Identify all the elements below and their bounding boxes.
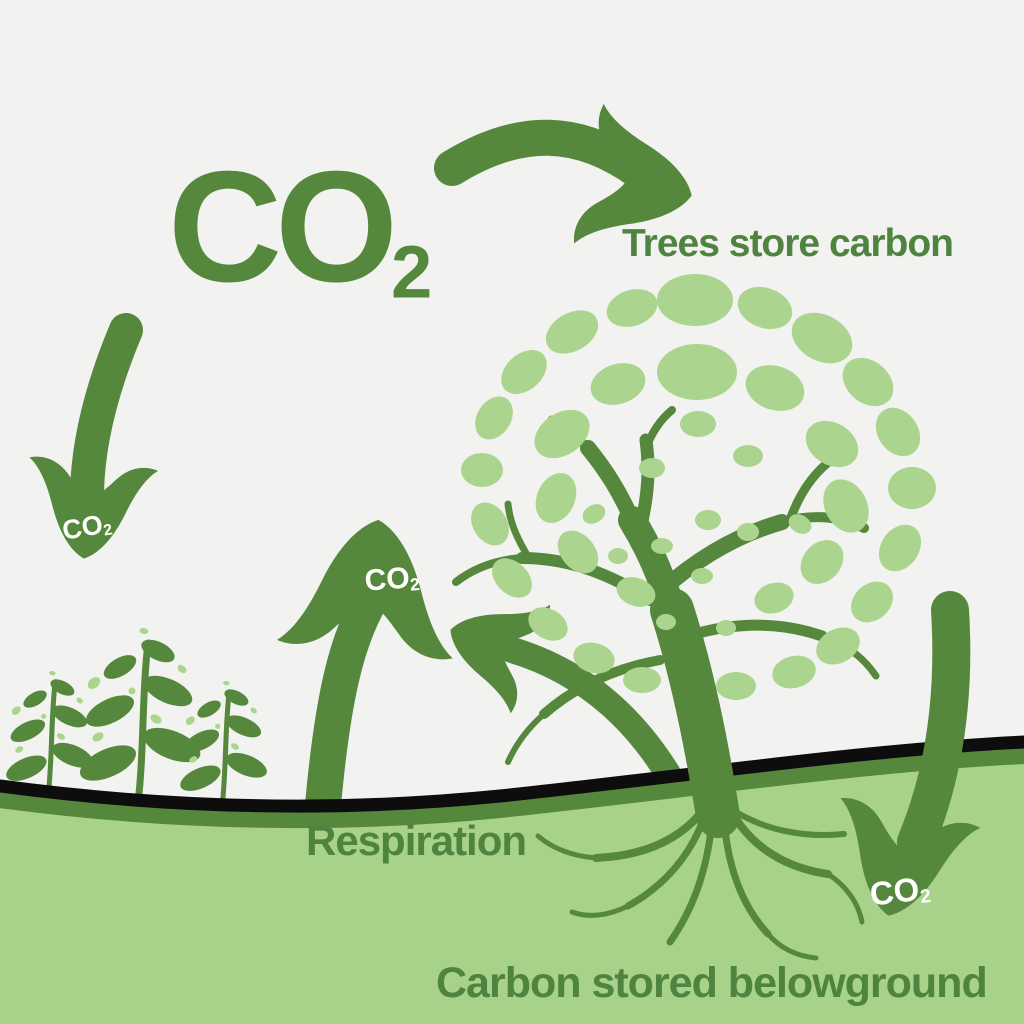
co2-title-subscript: 2 bbox=[391, 230, 433, 314]
seedling-left bbox=[3, 670, 97, 797]
tree-foliage bbox=[461, 274, 936, 700]
co2-label-respiration-arrow: CO2 bbox=[363, 561, 421, 598]
arrow-co2-to-trees bbox=[434, 103, 707, 266]
arrow-respiration-main bbox=[276, 510, 467, 834]
seedling-plants bbox=[3, 627, 271, 807]
co2-left-main: CO bbox=[59, 509, 106, 546]
co2-right-main: CO bbox=[867, 869, 922, 913]
label-trees-store-carbon: Trees store carbon bbox=[622, 222, 954, 265]
soil-dark-band bbox=[0, 744, 1024, 829]
co2-title-main: CO bbox=[168, 139, 398, 315]
tree bbox=[452, 274, 936, 961]
ground bbox=[0, 735, 1024, 1024]
co2-middle-subscript: 2 bbox=[409, 573, 421, 595]
arrow-co2-to-plants bbox=[19, 313, 159, 566]
co2-label-belowground-arrow: CO2 bbox=[867, 869, 932, 914]
co2-middle-main: CO bbox=[363, 561, 411, 598]
label-carbon-stored-belowground: Carbon stored belowground bbox=[436, 959, 988, 1007]
co2-title: CO2 bbox=[168, 148, 432, 310]
arrow-carbon-belowground bbox=[818, 591, 981, 931]
label-respiration: Respiration bbox=[306, 817, 527, 864]
ground-line bbox=[0, 735, 1024, 813]
